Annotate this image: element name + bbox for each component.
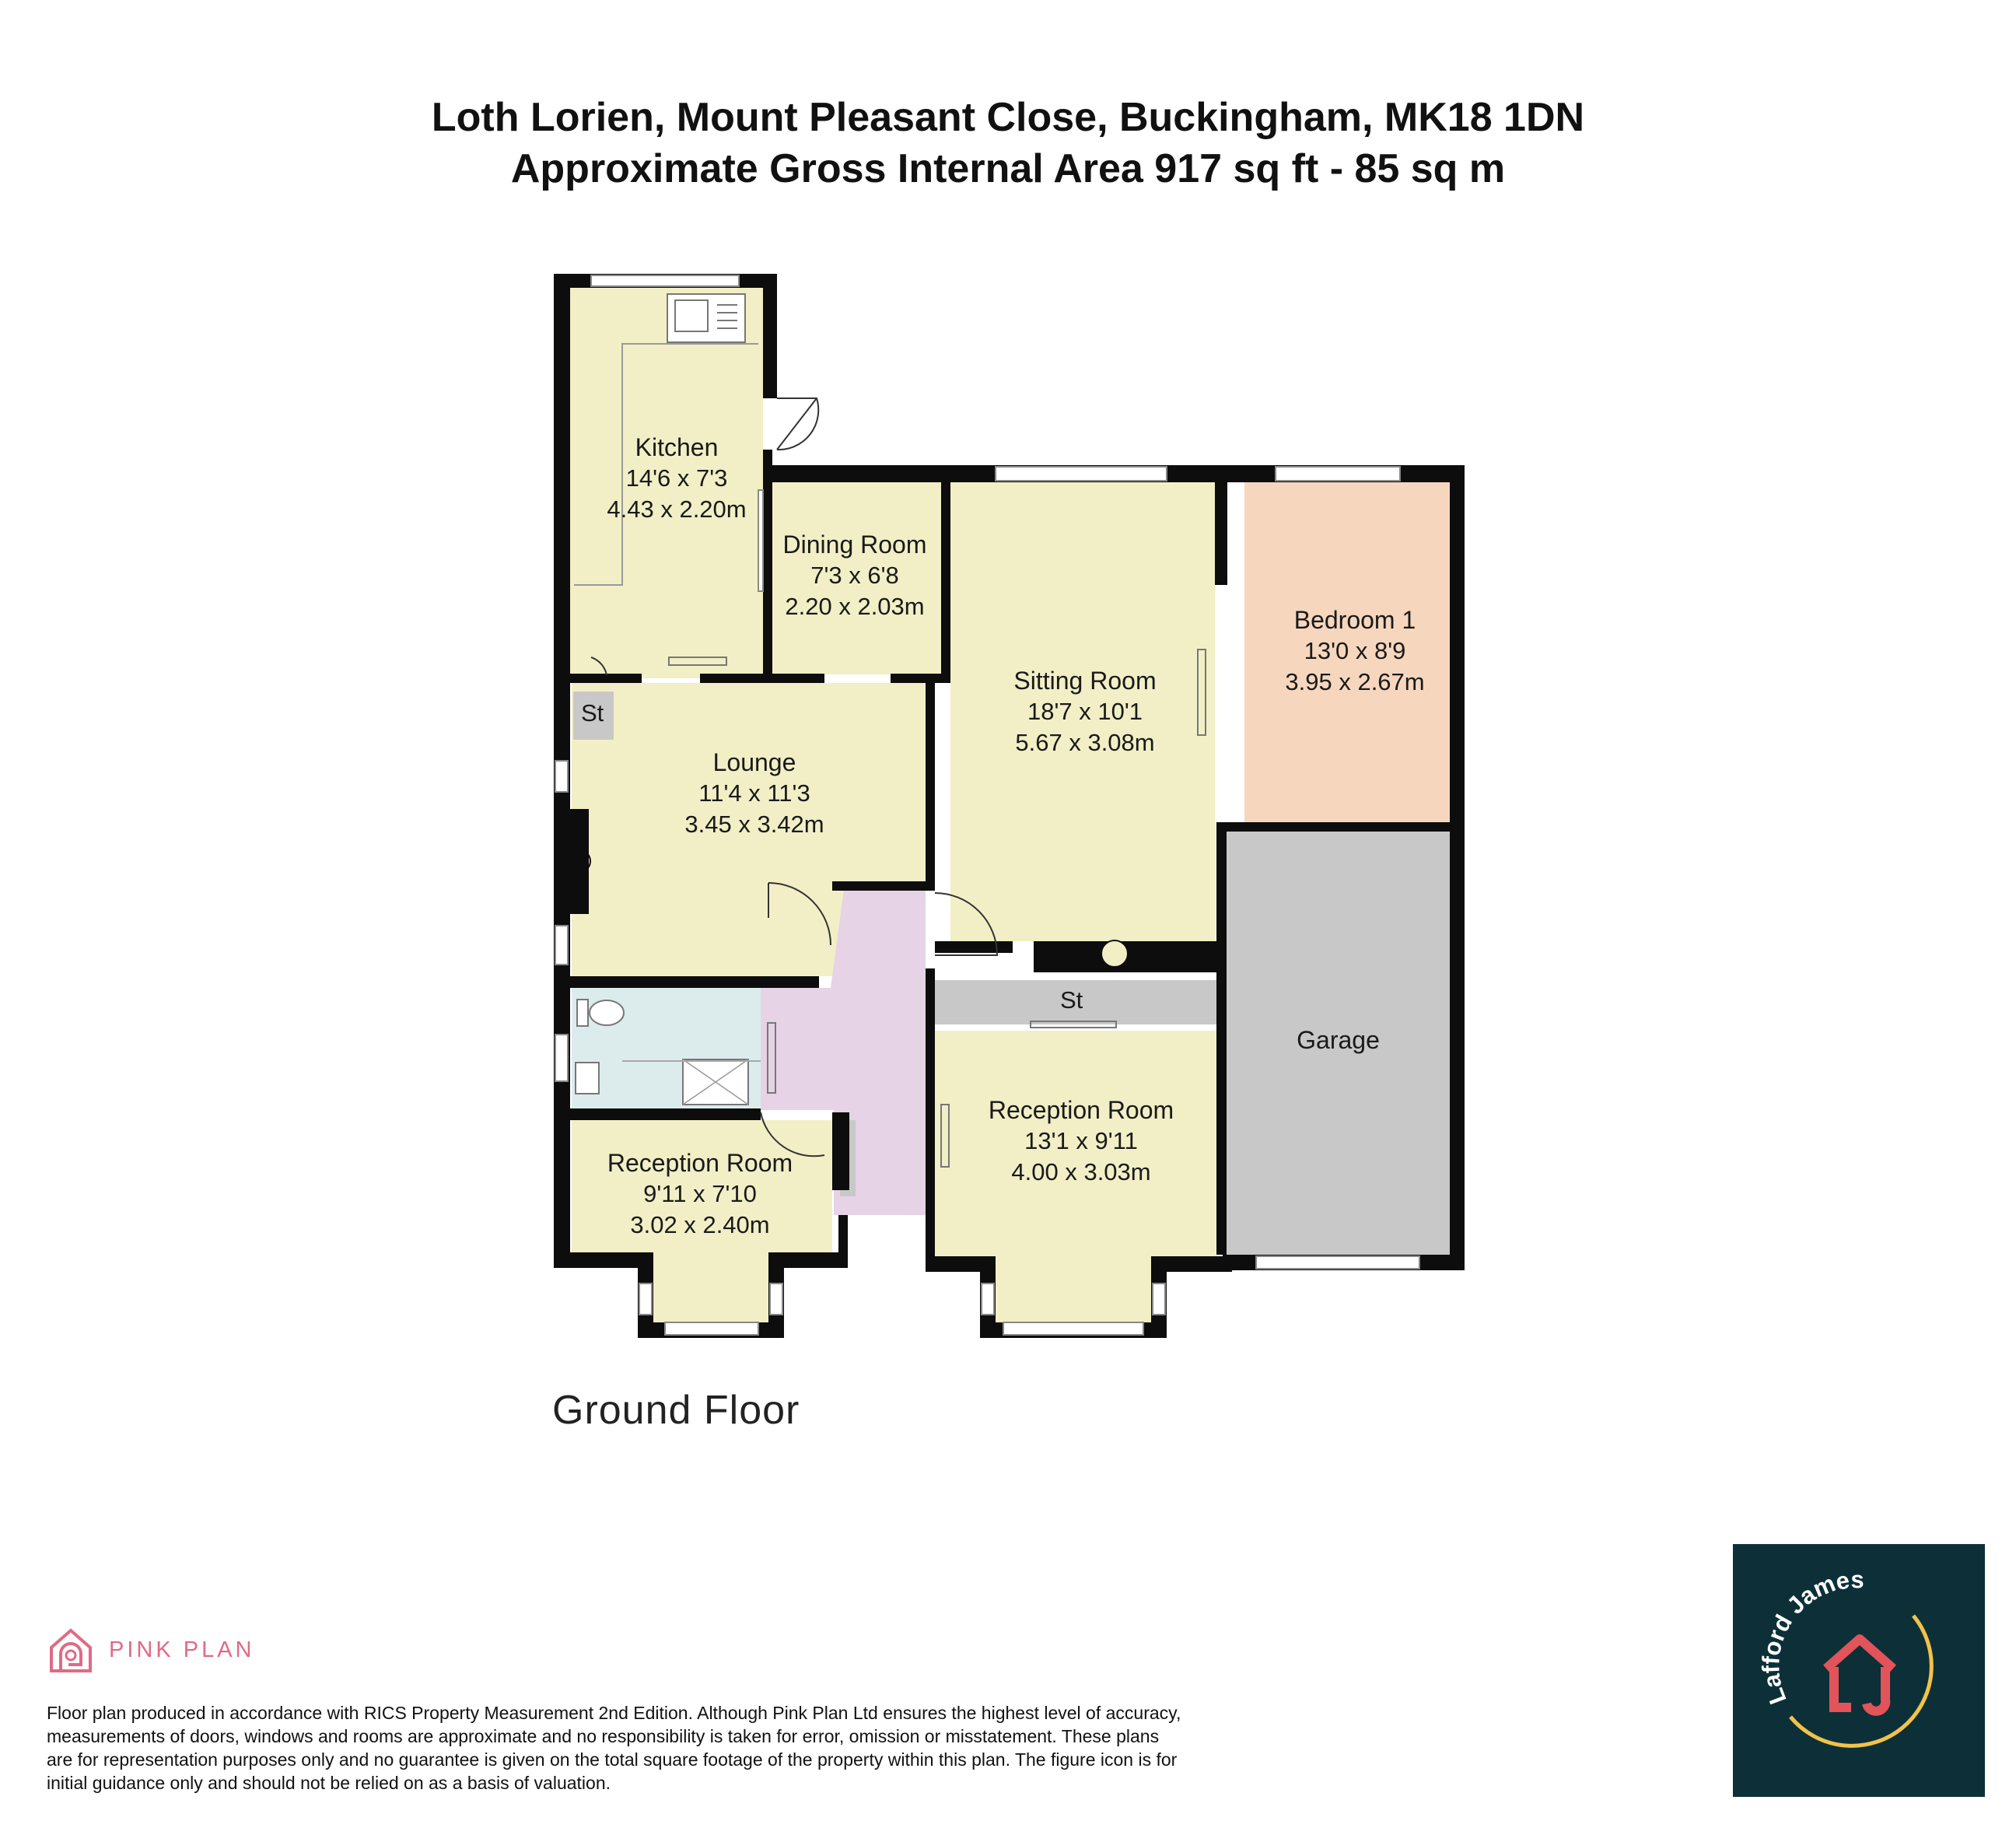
pink-plan-brand-text: PINK PLAN bbox=[109, 1637, 255, 1662]
toilet-icon bbox=[589, 1000, 625, 1026]
pink-plan-logo: PINK PLAN bbox=[47, 1626, 255, 1674]
store-door bbox=[590, 657, 607, 676]
kitchen-name: Kitchen bbox=[635, 433, 719, 461]
agent-logo-graphic: Lafford James bbox=[1757, 1566, 1934, 1748]
reception-left-name: Reception Room bbox=[607, 1149, 793, 1177]
agent-letter-j bbox=[1862, 1667, 1891, 1716]
reception-left-bay-fill bbox=[653, 1252, 768, 1322]
sliding-doors bbox=[668, 649, 1206, 1168]
title-line-address: Loth Lorien, Mount Pleasant Close, Bucki… bbox=[431, 95, 1585, 140]
dining-fill bbox=[772, 482, 941, 674]
reception-left-door bbox=[760, 1112, 825, 1157]
lounge-metric: 3.45 x 3.42m bbox=[684, 811, 824, 838]
sitting-label: Sitting Room 18'7 x 10'1 5.67 x 3.08m bbox=[972, 665, 1198, 758]
dining-label: Dining Room 7'3 x 6'8 2.20 x 2.03m bbox=[770, 529, 940, 622]
sink-bowl bbox=[674, 299, 709, 332]
kitchen-back-door bbox=[776, 397, 820, 451]
reception-right-label: Reception Room 13'1 x 9'11 4.00 x 3.03m bbox=[957, 1094, 1206, 1188]
reception-left-label: Reception Room 9'11 x 7'10 3.02 x 2.40m bbox=[572, 1147, 828, 1241]
garage-name: Garage bbox=[1297, 1026, 1380, 1054]
agent-name: Lafford James bbox=[1757, 1566, 1864, 1707]
bedroom1-metric: 3.95 x 2.67m bbox=[1285, 668, 1425, 695]
reception-right-bay-fill bbox=[996, 1256, 1151, 1322]
lounge-label: Lounge 11'4 x 11'3 3.45 x 3.42m bbox=[653, 747, 856, 840]
garage-fill bbox=[1227, 832, 1450, 1255]
kitchen-imperial: 14'6 x 7'3 bbox=[625, 464, 728, 492]
reception-left-imperial: 9'11 x 7'10 bbox=[643, 1180, 757, 1207]
bedroom1-imperial: 13'0 x 8'9 bbox=[1304, 637, 1406, 664]
store-middle-fill bbox=[935, 980, 1216, 1024]
toilet-cistern-icon bbox=[576, 999, 589, 1027]
sitting-fill bbox=[950, 482, 1215, 941]
bedroom1-name: Bedroom 1 bbox=[1293, 606, 1416, 634]
kitchen-worktop bbox=[574, 343, 758, 586]
reception-left-fill bbox=[572, 1120, 832, 1252]
lounge-imperial: 11'4 x 11'3 bbox=[698, 779, 810, 807]
store-left-label: St bbox=[581, 699, 604, 727]
page-title: Loth Lorien, Mount Pleasant Close, Bucki… bbox=[0, 92, 2016, 194]
kitchen-label: Kitchen 14'6 x 7'3 4.43 x 2.20m bbox=[591, 432, 762, 525]
store-left-fill bbox=[573, 692, 614, 740]
reception-right-metric: 4.00 x 3.03m bbox=[1011, 1158, 1151, 1185]
sitting-imperial: 18'7 x 10'1 bbox=[1027, 698, 1143, 725]
kitchen-fill bbox=[570, 288, 763, 678]
windows bbox=[555, 275, 1420, 1336]
reception-left-metric: 3.02 x 2.40m bbox=[630, 1211, 770, 1238]
sitting-name: Sitting Room bbox=[1013, 667, 1157, 695]
kitchen-metric: 4.43 x 2.20m bbox=[607, 496, 747, 523]
lounge-door bbox=[768, 882, 831, 946]
agent-ring bbox=[1789, 1614, 1934, 1748]
basin-icon bbox=[575, 1062, 600, 1094]
disclaimer-text: Floor plan produced in accordance with R… bbox=[47, 1703, 1181, 1793]
bedroom1-label: Bedroom 1 13'0 x 8'9 3.95 x 2.67m bbox=[1260, 604, 1450, 698]
hallway-fill bbox=[761, 889, 926, 1215]
title-line-area: Approximate Gross Internal Area 917 sq f… bbox=[510, 146, 1506, 191]
shower-diag bbox=[682, 1059, 749, 1105]
floor-label: Ground Floor bbox=[552, 1388, 800, 1433]
lafford-james-logo: Lafford James bbox=[1733, 1544, 1985, 1797]
dining-metric: 2.20 x 2.03m bbox=[785, 593, 925, 620]
agent-letter-l bbox=[1829, 1667, 1851, 1712]
garage-label: Garage bbox=[1227, 1024, 1450, 1056]
reception-right-name: Reception Room bbox=[988, 1096, 1174, 1124]
agent-house-icon bbox=[1823, 1634, 1896, 1672]
lounge-name: Lounge bbox=[712, 748, 796, 776]
store-middle-label: St bbox=[1060, 986, 1083, 1014]
sitting-metric: 5.67 x 3.08m bbox=[1015, 729, 1155, 756]
reception-right-fill bbox=[935, 1031, 1216, 1256]
bedroom1-fill bbox=[1244, 482, 1450, 822]
dining-imperial: 7'3 x 6'8 bbox=[810, 562, 899, 589]
sink-icon bbox=[667, 293, 746, 343]
boiler-icon bbox=[1101, 940, 1129, 968]
reception-right-imperial: 13'1 x 9'11 bbox=[1024, 1127, 1138, 1154]
chimney-breast bbox=[558, 809, 589, 914]
sitting-door bbox=[934, 892, 999, 956]
dining-name: Dining Room bbox=[782, 531, 927, 559]
pink-plan-house-icon bbox=[50, 1628, 92, 1672]
